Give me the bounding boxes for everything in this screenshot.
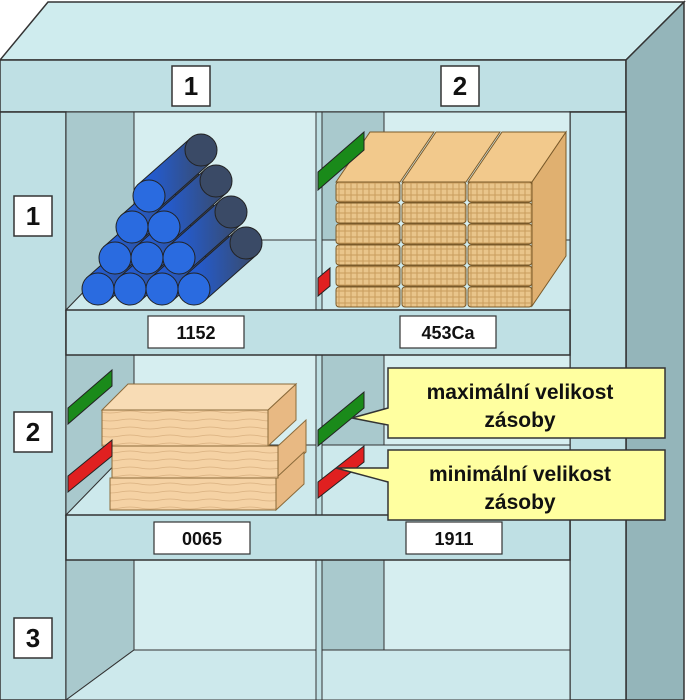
max-marker [317,130,365,192]
callout-min-line1: minimální velikost [429,463,611,486]
callout-max [351,367,666,439]
bin-code-453Ca: 453Ca [421,323,475,343]
sack [335,244,401,266]
board [101,409,269,447]
sack [401,202,467,224]
row-label-1: 1 [26,201,40,231]
sack [401,265,467,287]
sack [467,181,533,203]
sack [335,223,401,245]
middle-divider [315,111,323,700]
sack [467,244,533,266]
sack [401,286,467,308]
sack [401,223,467,245]
pipe-front-end [98,241,132,275]
rack-top-surface [0,1,686,61]
pipe-front-end [162,241,196,275]
pipe-front-end [115,210,149,244]
bin-code-0065: 0065 [182,529,222,549]
sack [335,181,401,203]
pipe-stack [81,133,263,306]
bin-code-box [399,315,497,349]
column-label-box [440,65,480,107]
max-marker [67,368,113,426]
sack [335,202,401,224]
sack [467,286,533,308]
sack [467,265,533,287]
sack-stack [335,130,567,308]
sack [467,223,533,245]
bin-code-box [153,521,251,555]
min-marker [67,438,113,494]
sack [335,286,401,308]
column-label-2: 2 [453,71,467,101]
pipe-front-end [132,179,166,213]
pipe-front-end [81,272,115,306]
row-label-3: 3 [26,623,40,653]
max-marker [317,390,365,448]
callout-min-line2: zásoby [484,491,556,514]
pipe-back-end [214,195,248,229]
column-label-box [171,65,211,107]
sack-side [531,130,567,308]
bin-code-box [405,521,503,555]
row-label-box [13,617,53,659]
min-marker [317,266,331,298]
rack-top-front [0,59,627,113]
row-label-box [13,411,53,453]
callout-min [335,449,666,521]
pipe-back-end [229,226,263,260]
pipe-back-end [184,133,218,167]
pipe-front-end [113,272,147,306]
row-label-2: 2 [26,417,40,447]
board [109,477,277,511]
bin-code-1152: 1152 [176,323,215,343]
callout-max-line2: zásoby [484,409,556,432]
column-label-1: 1 [184,71,198,101]
rack-right-side [625,0,685,700]
pipe-front-end [177,272,211,306]
min-marker [317,444,365,500]
sack [467,202,533,224]
row-label-box [13,195,53,237]
pipe-front-end [145,272,179,306]
bin-code-1911: 1911 [434,529,473,549]
sack [401,181,467,203]
pipe-back-end [199,164,233,198]
sack [401,244,467,266]
callout-max-line1: maximální velikost [427,381,614,404]
pipe-front-end [147,210,181,244]
board [111,445,279,479]
pipe-front-end [130,241,164,275]
bin-code-box [147,315,245,349]
board-stack [100,382,307,512]
sack [335,265,401,287]
board-top [100,383,298,411]
